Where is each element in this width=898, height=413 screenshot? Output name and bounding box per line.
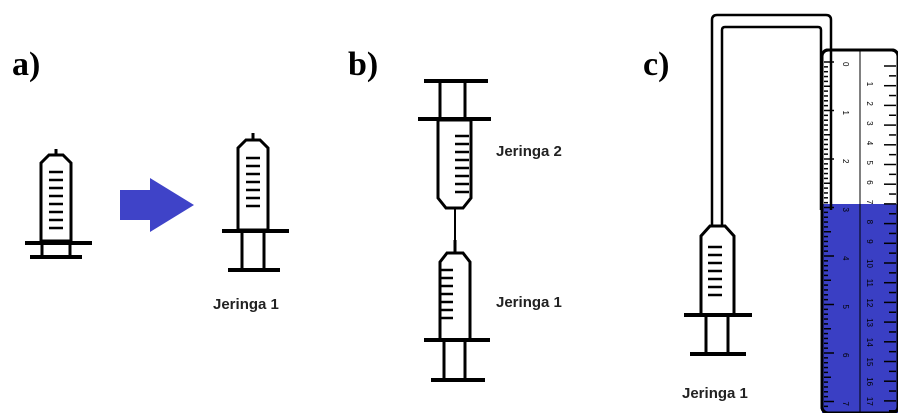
- ruler-cm-label: 7: [841, 402, 850, 407]
- ruler-cm-label: 6: [841, 353, 850, 358]
- ruler-mm-label: 3: [865, 121, 874, 126]
- ruler-mm-label: 10: [865, 259, 874, 268]
- ruler-mm-label: 6: [865, 180, 874, 185]
- ruler-mm-label: 13: [865, 318, 874, 327]
- ruler-mm-label: 16: [865, 377, 874, 386]
- ruler-mm-label: 1: [865, 82, 874, 87]
- panel-a-arrow: [120, 178, 194, 232]
- panel-a-syringe-label: Jeringa 1: [213, 296, 279, 313]
- panel-c-syringe-label: Jeringa 1: [682, 385, 748, 402]
- panel-a-syringe-initial: [25, 149, 92, 259]
- panel-b-syringe-2-label: Jeringa 2: [496, 143, 562, 160]
- ruler-cm-label: 2: [841, 159, 850, 164]
- ruler-mm-label: 7: [865, 200, 874, 205]
- ruler-cm-label: 0: [841, 62, 850, 67]
- ruler-mm-label: 17: [865, 397, 874, 406]
- panel-b-syringe-1-label: Jeringa 1: [496, 294, 562, 311]
- ruler-mm-label: 2: [865, 101, 874, 106]
- panel-a-syringe-jeringa-1: [222, 133, 289, 272]
- ruler-mm-label: 8: [865, 220, 874, 225]
- ruler-cm-label: 5: [841, 305, 850, 310]
- ruler-mm-label: 15: [865, 358, 874, 367]
- ruler-mm-label: 9: [865, 239, 874, 244]
- ruler-mm-label: 4: [865, 141, 874, 146]
- panel-b-syringe-jeringa-2: [418, 79, 491, 262]
- panel-c-letter: c): [643, 46, 670, 83]
- panel-c-tube: [710, 13, 833, 228]
- ruler-mm-label: 14: [865, 338, 874, 347]
- ruler-mm-label: 11: [865, 279, 874, 288]
- ruler-cm-label: 1: [841, 111, 850, 116]
- ruler-cm-label: 4: [841, 256, 850, 261]
- panel-b-letter: b): [348, 46, 379, 83]
- panel-b-syringe-jeringa-1: [424, 240, 490, 382]
- ruler-mm-label: 12: [865, 298, 874, 307]
- ruler-cm-label: 3: [841, 208, 850, 213]
- ruler-mm-label: 5: [865, 161, 874, 166]
- panel-a-letter: a): [12, 46, 41, 83]
- panel-c-syringe-jeringa-1: [684, 224, 752, 356]
